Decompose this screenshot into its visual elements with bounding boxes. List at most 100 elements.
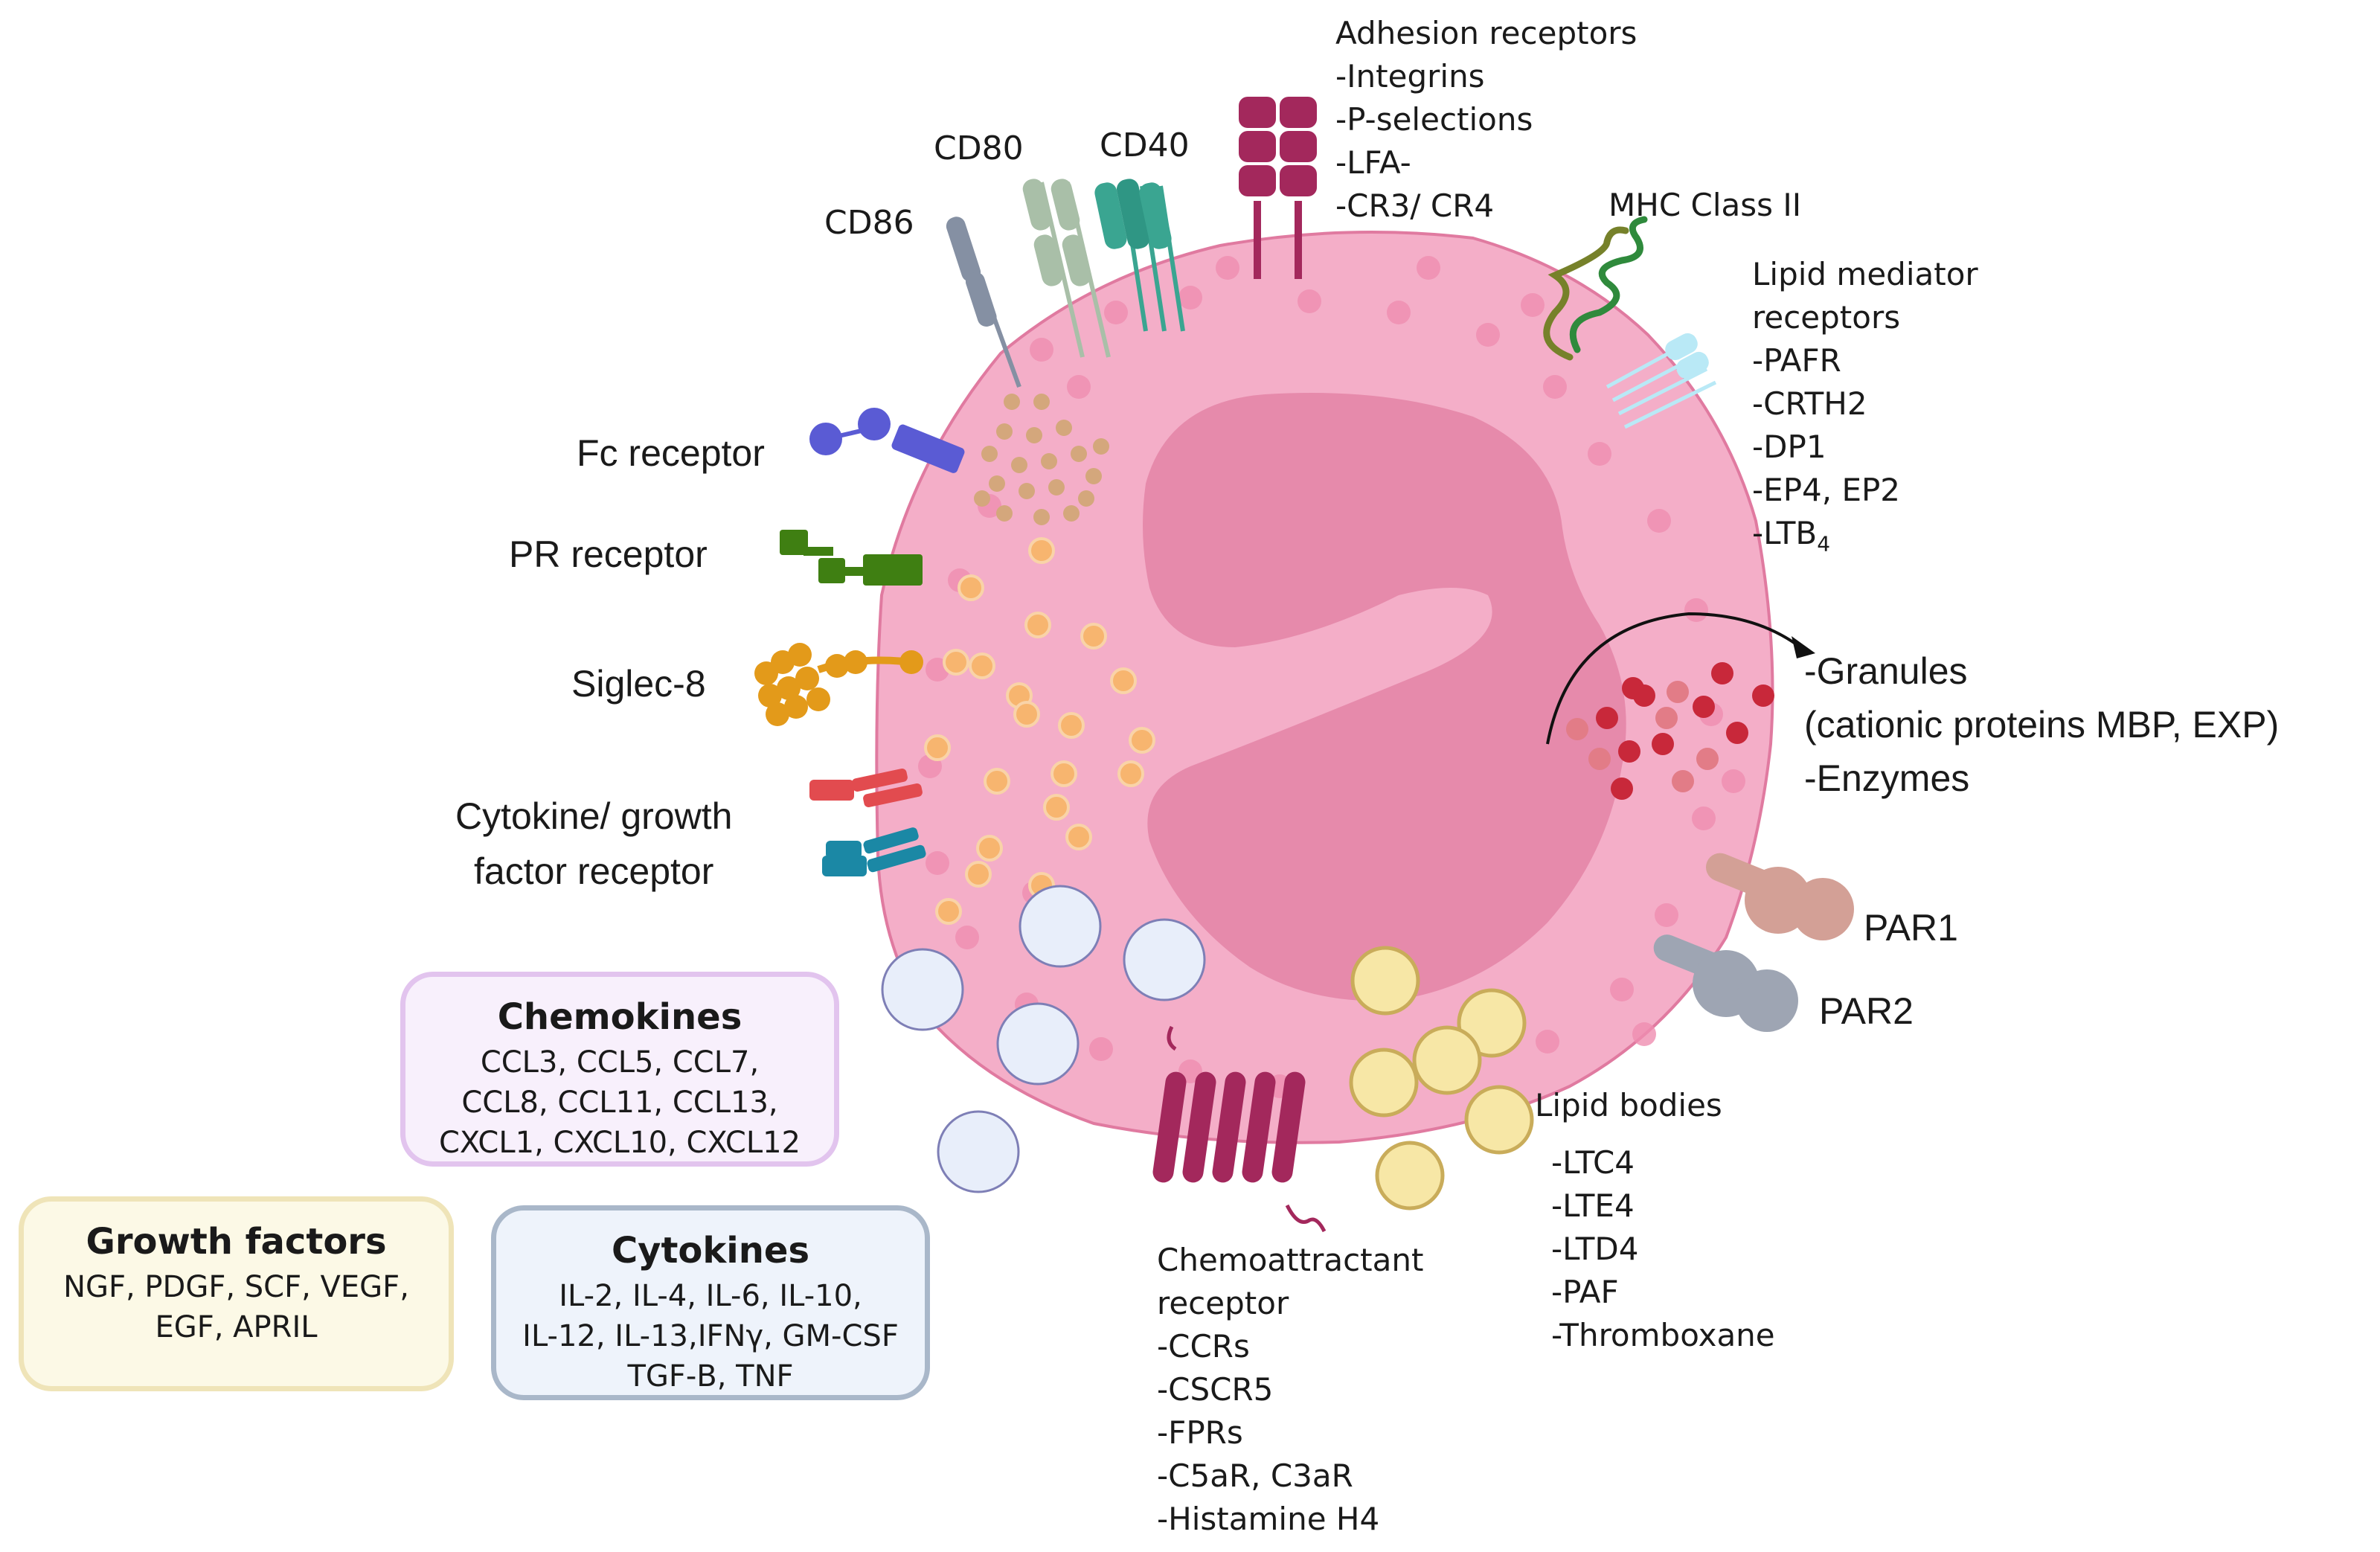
cytoplasm-dot xyxy=(1417,256,1440,280)
ltb-prefix: -LTB xyxy=(1752,515,1818,551)
lipid-mediator-item: Lipid mediator xyxy=(1752,256,1978,292)
chemoattractant-line-item: -CCRs xyxy=(1157,1328,1250,1365)
siglec-bead xyxy=(777,676,801,700)
red-granule xyxy=(1566,718,1588,740)
siglec-bead xyxy=(758,684,782,708)
tan-granule xyxy=(996,505,1013,522)
tan-granule xyxy=(1019,483,1035,499)
lipid-body xyxy=(1350,946,1420,1016)
vesicle xyxy=(937,1110,1020,1193)
mhc-class-ii-glyph xyxy=(1543,216,1648,361)
cytoplasm-dot xyxy=(1588,442,1611,466)
growth-factors-body: NGF, PDGF, SCF, VEGF, EGF, APRIL xyxy=(63,1270,409,1344)
tan-granule xyxy=(981,446,998,462)
tan-granule xyxy=(1004,394,1020,410)
chemoattractant-receptor-glyph xyxy=(1152,1025,1327,1233)
tan-granule xyxy=(1085,468,1102,484)
cytokine-receptor-line-item: factor receptor xyxy=(474,850,714,892)
chemoattractant-line-item: -CSCR5 xyxy=(1157,1371,1274,1408)
tan-granule xyxy=(1078,490,1094,507)
vesicle xyxy=(1123,918,1206,1001)
lipid-mediator-item: -DP1 xyxy=(1752,429,1826,465)
orange-granule xyxy=(965,861,992,888)
lipid-mediator-item: -EP4, EP2 xyxy=(1752,472,1901,508)
orange-granule xyxy=(1051,760,1077,787)
tan-granule xyxy=(1033,509,1050,525)
cytoplasm-dot xyxy=(1543,375,1567,399)
cytoplasm-dot xyxy=(1536,1030,1559,1054)
cd86-glyph xyxy=(946,217,1021,388)
cytokines-box: Cytokines IL-2, IL-4, IL-6, IL-10, IL-12… xyxy=(491,1205,930,1400)
ltb4-item: -LTB4 xyxy=(1752,512,1978,565)
orange-granule xyxy=(976,835,1003,862)
cytokine-receptor-line-item: Cytokine/ growth xyxy=(455,795,733,837)
par2-glyph xyxy=(1653,934,1798,1032)
siglec-bead xyxy=(784,695,808,719)
tan-granule xyxy=(1041,453,1057,469)
cytoplasm-dot xyxy=(1387,301,1411,324)
tan-granule xyxy=(1063,505,1080,522)
red-granule xyxy=(1752,684,1774,707)
cytokine-receptor-label: Cytokine/ growth factor receptor xyxy=(455,789,732,899)
lipid-body xyxy=(1464,1085,1534,1155)
lipid-body-item: -Thromboxane xyxy=(1551,1317,1775,1353)
par2-label: PAR2 xyxy=(1819,990,1914,1032)
par1-glyph xyxy=(1705,853,1854,940)
granule-cluster xyxy=(1566,662,1774,800)
cd80-glyph xyxy=(1022,179,1111,358)
red-granule xyxy=(1667,681,1689,703)
ltb-subscript: 4 xyxy=(1817,531,1831,557)
red-granule xyxy=(1726,722,1748,744)
siglec-bead xyxy=(766,702,789,726)
vesicles xyxy=(881,885,1206,1193)
orange-granules xyxy=(924,537,1155,925)
orange-granule xyxy=(1117,760,1144,787)
red-granule xyxy=(1618,740,1640,763)
lipid-body-item: -LTC4 xyxy=(1551,1144,1635,1181)
cytoplasm-dot xyxy=(1216,256,1239,280)
tan-granule xyxy=(989,475,1005,492)
siglec-8-glyph xyxy=(754,643,923,726)
par1-label: PAR1 xyxy=(1864,907,1958,949)
tan-granule xyxy=(1056,420,1072,436)
red-granule xyxy=(1588,748,1611,770)
cytoplasm-dot xyxy=(1684,598,1708,622)
orange-granule xyxy=(1028,537,1055,564)
chemoattractant-line-item: -C5aR, C3aR xyxy=(1157,1458,1353,1494)
orange-granule xyxy=(984,768,1010,795)
red-granule xyxy=(1652,733,1674,755)
orange-granule xyxy=(1058,712,1085,739)
chemoattractant-line-item: receptor xyxy=(1157,1285,1289,1321)
lipid-body-item: -LTD4 xyxy=(1551,1231,1639,1267)
orange-granule xyxy=(1129,727,1155,754)
adhesion-receptor-item: Adhesion receptors xyxy=(1335,15,1638,51)
tan-granule xyxy=(996,423,1013,440)
cytoplasm-dot xyxy=(1089,1037,1113,1061)
cd40-glyph xyxy=(1094,179,1185,332)
tan-granule xyxy=(1071,446,1087,462)
tan-granule xyxy=(1026,427,1042,443)
cytoplasm-dot xyxy=(1521,293,1545,317)
cytoplasm-dot xyxy=(1476,323,1500,347)
orange-granule xyxy=(1065,824,1092,850)
cytoplasm-dot xyxy=(1178,286,1202,310)
orange-granule xyxy=(935,898,962,925)
granules-line-item: (cationic proteins MBP, EXP) xyxy=(1804,704,2280,745)
tan-granule xyxy=(1093,438,1109,455)
pr-receptor-label: PR receptor xyxy=(509,533,708,575)
cytoplasm-dot xyxy=(1722,769,1745,793)
vesicle xyxy=(881,948,964,1031)
tan-granules xyxy=(974,394,1109,525)
lipid-body-item: -LTE4 xyxy=(1551,1187,1635,1224)
cd40-label: CD40 xyxy=(1100,126,1190,164)
red-granule xyxy=(1711,662,1733,684)
red-granule xyxy=(1696,748,1719,770)
lipid-mediator-receptor-glyph xyxy=(1606,333,1717,429)
siglec-bead xyxy=(795,667,819,690)
arrow-head xyxy=(1792,636,1815,658)
orange-granule xyxy=(943,649,969,676)
lipid-mediator-item: -PAFR xyxy=(1752,342,1841,379)
adhesion-receptor-glyph xyxy=(1239,97,1317,279)
lipid-bodies-title: Lipid bodies xyxy=(1535,1087,1722,1123)
